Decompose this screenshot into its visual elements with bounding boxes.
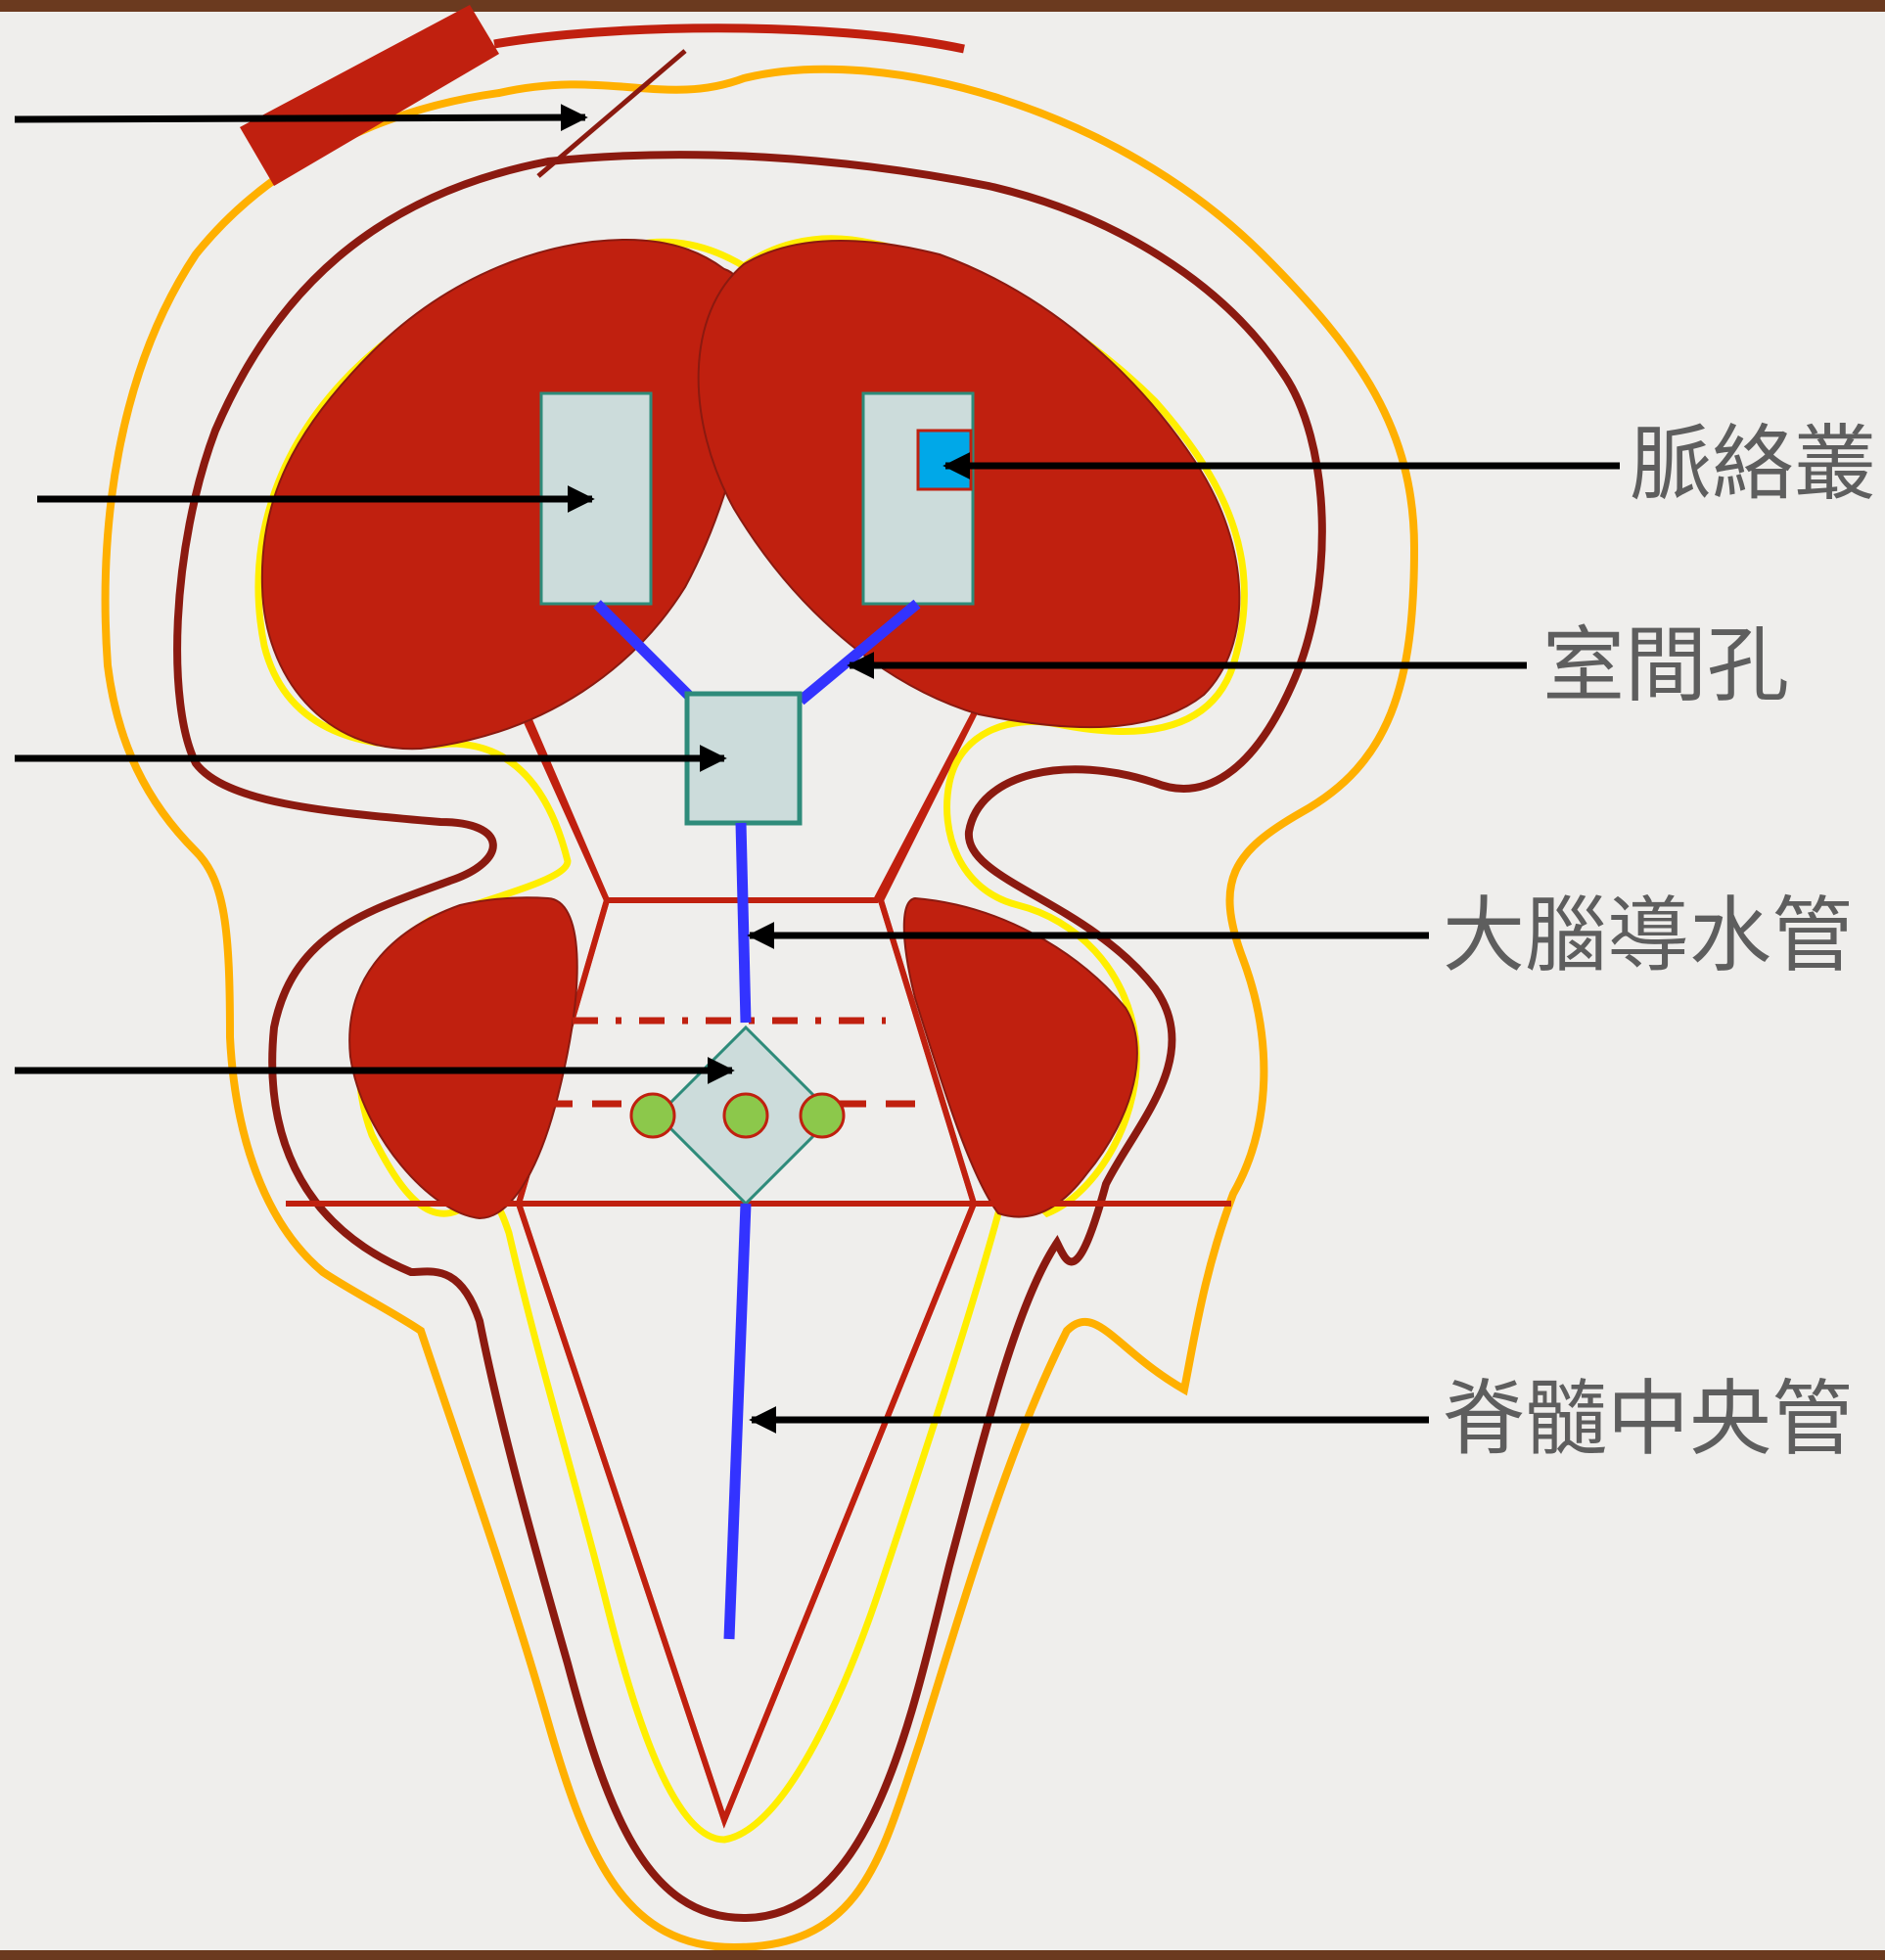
- skull-fragment: [240, 5, 499, 186]
- spinal-cord-outline: [516, 1202, 977, 1829]
- bottom-frame-border: [0, 1950, 1885, 1960]
- dura-strip: [493, 23, 965, 54]
- right-lateral-ventricle: [861, 391, 975, 606]
- nucleus-left: [629, 1092, 676, 1139]
- label-interventricular-foramen: 室間孔: [1542, 617, 1790, 713]
- label-spinal-central-canal: 脊髓中央管: [1443, 1371, 1855, 1467]
- dark-red-pia-outline: [173, 151, 1326, 1923]
- left-interventricular-foramen: [593, 600, 694, 701]
- label-cerebral-aqueduct: 大腦導水管: [1443, 888, 1855, 983]
- label-choroid-plexus: 脈絡叢: [1630, 416, 1877, 512]
- spinal-central-canal: [723, 1203, 752, 1640]
- yellow-arachnoid-outline: [254, 235, 1248, 1844]
- nucleus-center: [722, 1092, 769, 1139]
- left-hemisphere: [260, 238, 753, 751]
- left-cerebellum: [348, 896, 578, 1220]
- membrane-line: [536, 49, 687, 178]
- choroid-plexus: [916, 429, 973, 491]
- outer-orange-outline: [101, 65, 1419, 1952]
- cerebral-aqueduct: [735, 822, 752, 1024]
- nucleus-right: [799, 1092, 846, 1139]
- arrow-skull-layers: [14, 104, 588, 132]
